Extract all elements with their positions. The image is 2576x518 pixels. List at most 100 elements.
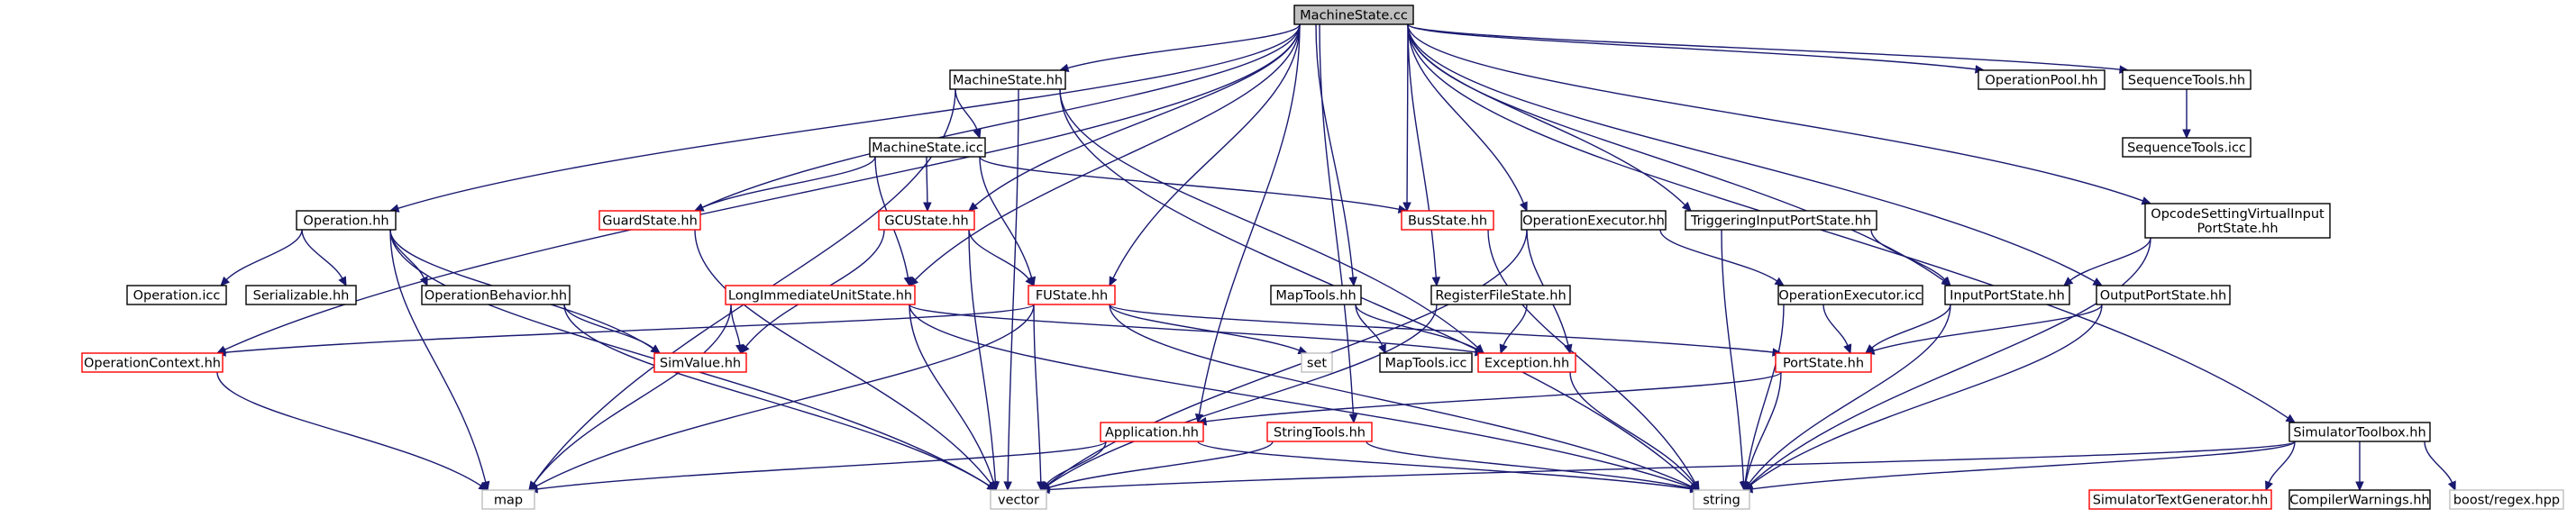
node-box <box>2288 489 2431 510</box>
arrowhead <box>478 481 489 491</box>
node-label: string <box>1703 494 1740 508</box>
node-sequencetools-hh[interactable]: SequenceTools.hh <box>2122 69 2252 90</box>
node-label: SimulatorTextGenerator.hh <box>2093 494 2269 508</box>
node-operationexecutor-icc[interactable]: OperationExecutor.icc <box>1777 285 1923 305</box>
node-exception-hh[interactable]: Exception.hh <box>1477 352 1576 373</box>
node-label: SimulatorToolbox.hh <box>2293 426 2425 441</box>
node-fustate-hh[interactable]: FUState.hh <box>1028 285 1116 305</box>
node-label: MachineState.cc <box>1300 9 1408 23</box>
edge-gcustate_hh-to-vector <box>968 229 1000 492</box>
node-portstate-hh[interactable]: PortState.hh <box>1775 352 1872 373</box>
edge-machinestate_cc-to-busstate_hh <box>1402 23 1411 213</box>
node-label: LongImmediateUnitState.hh <box>728 289 912 304</box>
arrowhead <box>650 344 661 354</box>
arrowhead <box>2063 277 2074 286</box>
node-box <box>878 210 975 231</box>
node-registerfilestate-hh[interactable]: RegisterFileState.hh <box>1430 285 1571 305</box>
edge-operation_hh-to-operation_icc <box>220 229 303 286</box>
node-operation-icc[interactable]: Operation.icc <box>126 285 227 305</box>
node-box <box>1270 285 1362 305</box>
node-machinestate-cc[interactable]: MachineState.cc <box>1293 5 1414 25</box>
node-operation-hh[interactable]: Operation.hh <box>296 210 397 231</box>
edge-sequencetools_hh-to-sequencetools_icc <box>2182 89 2191 140</box>
node-box <box>1028 285 1116 305</box>
edge-machinestate_cc-to-opcodesetting_hh <box>1407 23 2152 205</box>
edge-machinestate_icc-to-gcustate_hh <box>923 156 932 213</box>
edge-portstate_hh-to-string <box>1741 371 1782 492</box>
node-simulatortextgenerator-hh[interactable]: SimulatorTextGenerator.hh <box>2088 489 2272 510</box>
arrowhead <box>1564 343 1573 355</box>
node-application-hh[interactable]: Application.hh <box>1100 422 1204 442</box>
arrowhead <box>2092 277 2104 286</box>
node-operationcontext-hh[interactable]: OperationContext.hh <box>81 352 224 373</box>
edge-machinestate_cc-to-outputportstate_hh <box>1407 23 2104 286</box>
node-busstate-hh[interactable]: BusState.hh <box>1401 210 1494 231</box>
node-box <box>1401 210 1494 231</box>
node-gcustate-hh[interactable]: GCUState.hh <box>878 210 975 231</box>
node-maptools-icc[interactable]: MapTools.icc <box>1379 352 1473 373</box>
edge-application_hh-to-map <box>527 441 1107 494</box>
node-label: Operation.icc <box>133 289 221 304</box>
node-box <box>1978 69 2106 90</box>
edge-longimmediate_hh-to-string <box>909 304 1701 492</box>
node-label: Application.hh <box>1105 426 1199 441</box>
node-operationexecutor-hh[interactable]: OperationExecutor.hh <box>1521 210 1667 231</box>
node-machinestate-icc[interactable]: MachineState.icc <box>869 137 986 158</box>
node-simulatortoolbox-hh[interactable]: SimulatorToolbox.hh <box>2288 422 2431 442</box>
node-set[interactable]: set <box>1301 352 1333 373</box>
edge-triggeringinputportstate_hh-to-inputportstate_hh <box>1870 229 1951 286</box>
arrowhead <box>1402 202 1411 213</box>
node-label: SequenceTools.icc <box>2127 141 2246 156</box>
arrowhead <box>2182 129 2191 140</box>
node-label: GCUState.hh <box>884 214 968 229</box>
node-box <box>990 489 1047 510</box>
node-inputportstate-hh[interactable]: InputPortState.hh <box>1944 285 2070 305</box>
node-simvalue-hh[interactable]: SimValue.hh <box>653 352 747 373</box>
edge-machinestate_icc-to-guardstate_hh <box>693 156 876 212</box>
arrowhead <box>338 276 347 287</box>
node-operationbehavior-hh[interactable]: OperationBehavior.hh <box>421 285 571 305</box>
node-box <box>1293 5 1414 25</box>
edge-machinestate_icc-to-fustate_hh <box>979 156 1037 287</box>
arrowhead <box>1741 480 1750 492</box>
node-outputportstate-hh[interactable]: OutputPortState.hh <box>2096 285 2231 305</box>
node-guardstate-hh[interactable]: GuardState.hh <box>598 210 701 231</box>
node-serializable-hh[interactable]: Serializable.hh <box>245 285 357 305</box>
node-box <box>598 210 701 231</box>
arrowhead <box>693 203 705 212</box>
node-longimmediate-hh[interactable]: LongImmediateUnitState.hh <box>725 285 916 305</box>
node-box <box>481 489 535 510</box>
node-box <box>421 285 571 305</box>
arrowhead <box>220 276 231 286</box>
node-vector[interactable]: vector <box>990 489 1047 510</box>
edge-operationbehavior_hh-to-simvalue_hh <box>563 304 661 354</box>
edge-operationexecutor_hh-to-operationexecutor_icc <box>1659 229 1786 286</box>
arrowhead <box>909 276 919 286</box>
node-box <box>2088 489 2272 510</box>
arrowhead <box>968 202 979 212</box>
node-boost-regex-hpp[interactable]: boost/regex.hpp <box>2449 489 2564 510</box>
node-maptools-hh[interactable]: MapTools.hh <box>1270 285 1362 305</box>
arrowhead <box>1519 201 1528 213</box>
arrowhead <box>1348 277 1357 287</box>
node-label: SequenceTools.hh <box>2128 74 2245 88</box>
edge-operation_hh-to-map <box>389 229 490 492</box>
edge-machinestate_cc-to-machinestate_hh <box>1058 23 1301 72</box>
node-machinestate-hh[interactable]: MachineState.hh <box>949 69 1066 90</box>
arrowhead <box>903 276 913 287</box>
node-map[interactable]: map <box>481 489 535 510</box>
edge-machinestate_cc-to-registerfilestate_hh <box>1407 23 1441 287</box>
node-stringtools-hh[interactable]: StringTools.hh <box>1266 422 1373 442</box>
edge-simulatortoolbox_hh-to-string <box>1742 441 2296 494</box>
node-triggeringinputportstate-hh[interactable]: TriggeringInputPortState.hh <box>1685 210 1877 231</box>
node-string[interactable]: string <box>1693 489 1750 510</box>
node-box <box>2449 489 2564 510</box>
arrowhead <box>1003 481 1012 492</box>
node-box <box>1775 352 1872 373</box>
node-sequencetools-icc[interactable]: SequenceTools.icc <box>2122 137 2252 158</box>
node-compilerwarnings-hh[interactable]: CompilerWarnings.hh <box>2288 489 2431 510</box>
node-operationpool-hh[interactable]: OperationPool.hh <box>1978 69 2106 90</box>
arrowhead <box>2285 413 2297 423</box>
